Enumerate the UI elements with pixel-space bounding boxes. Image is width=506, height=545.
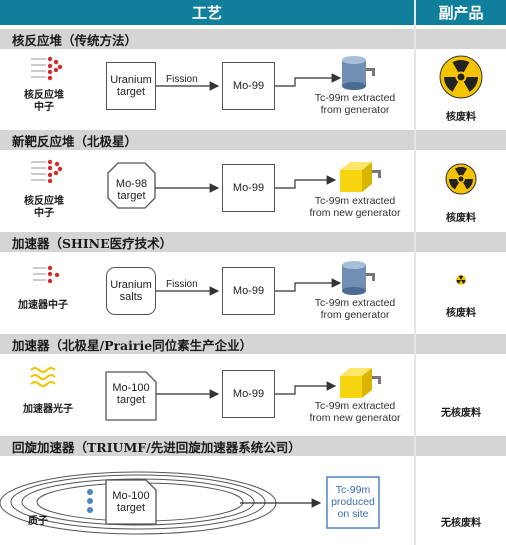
generator-icon — [342, 261, 375, 295]
source-label: 加速器光子 — [23, 404, 73, 415]
neutron-source-icon — [33, 265, 60, 284]
new-generator-icon — [340, 162, 381, 192]
section-side-bar — [416, 232, 506, 252]
target-label: Mo-98 target — [115, 178, 148, 202]
section-side-bar — [416, 334, 506, 354]
onsite-box — [326, 476, 380, 529]
section-side-bar — [416, 29, 506, 49]
mo99-box: Mo-99 — [222, 164, 275, 212]
byproduct-header: 副产品 — [416, 0, 506, 25]
column-divider — [414, 0, 416, 545]
arrow-icon — [275, 278, 342, 292]
byproduct-label: 核废料 — [446, 308, 476, 319]
onsite-caption: Tc-99m produced on site — [331, 484, 375, 520]
mo99-box: Mo-99 — [222, 62, 275, 110]
byproduct-label: 核废料 — [446, 112, 476, 123]
output-caption: Tc-99m extracted from generator — [314, 92, 396, 116]
target-box — [105, 479, 157, 525]
arrow-icon — [275, 73, 342, 87]
generator-icon — [342, 56, 375, 90]
section-side-bar — [416, 130, 506, 150]
mo99-box: Mo-99 — [222, 370, 275, 418]
target-box — [105, 371, 157, 421]
output-caption: Tc-99m extracted from generator — [314, 297, 396, 321]
output-caption: Tc-99m extracted from new generator — [309, 195, 401, 219]
target-box: Uranium target — [106, 62, 156, 110]
process-header: 工艺 — [0, 0, 414, 25]
section-title: 回旋加速器（TRIUMF/先进回旋加速器系统公司） — [0, 436, 414, 456]
source-label: 核反应堆 中子 — [24, 90, 64, 113]
mo99-box: Mo-99 — [222, 267, 275, 315]
section-title: 新靶反应堆（北极星） — [0, 130, 414, 150]
byproduct-label: 无核废料 — [441, 518, 481, 529]
arrow-icon — [275, 381, 337, 395]
byproduct-label: 无核废料 — [441, 408, 481, 419]
radiation-icon — [439, 55, 483, 99]
proton-icon — [87, 489, 93, 513]
radiation-icon — [456, 275, 466, 285]
section-title: 加速器（北极星/Prairie同位素生产企业） — [0, 334, 414, 354]
neutron-source-icon — [31, 159, 63, 184]
arrow-icon — [275, 175, 337, 189]
target-octagon — [107, 162, 156, 209]
output-caption: Tc-99m extracted from new generator — [309, 400, 401, 424]
salts-box: Uranium salts — [106, 267, 156, 315]
radiation-icon — [445, 163, 477, 195]
section-title: 核反应堆（传统方法） — [0, 29, 414, 49]
target-label: Mo-100 target — [112, 490, 150, 514]
source-label: 质子 — [28, 516, 48, 527]
neutron-source-icon — [31, 56, 63, 81]
fission-label: Fission — [166, 74, 198, 85]
byproduct-label: 核废料 — [446, 213, 476, 224]
photon-source-icon — [30, 367, 56, 387]
target-label: Mo-100 target — [112, 382, 150, 406]
new-generator-icon — [340, 368, 381, 398]
fission-label: Fission — [166, 279, 198, 290]
section-side-bar — [416, 436, 506, 456]
source-label: 加速器中子 — [18, 300, 68, 311]
source-label: 核反应堆 中子 — [24, 196, 64, 219]
section-title: 加速器（SHINE医疗技术） — [0, 232, 414, 252]
